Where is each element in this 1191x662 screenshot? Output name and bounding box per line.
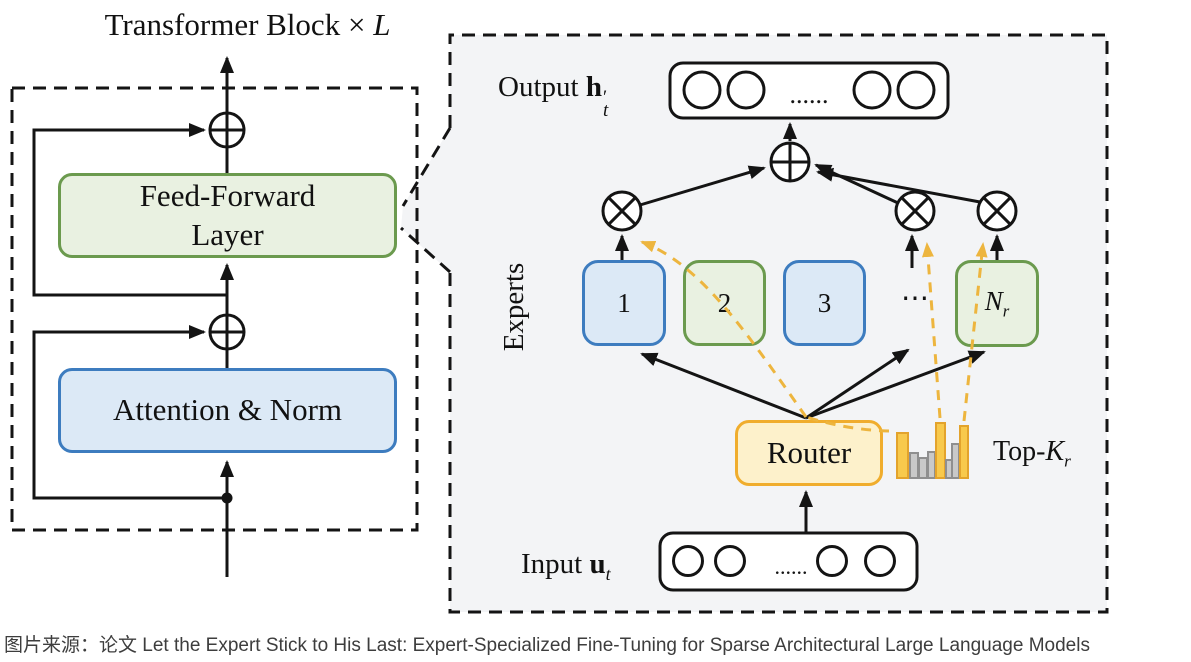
zoom-connector-bottom (399, 226, 452, 274)
image-source-caption: 图片来源：论文 Let the Expert Stick to His Last… (4, 635, 1090, 656)
moe-panel-wiring: ...... ...... (601, 61, 1018, 592)
output-vector-symbol: h (585, 71, 602, 103)
multiply-icon (894, 190, 936, 232)
attention-box: Attention & Norm (58, 368, 397, 453)
router-to-expertN-line (805, 350, 986, 420)
feed-forward-box: Feed-Forward Layer (58, 173, 397, 258)
transformer-block-wiring (32, 56, 246, 577)
transformer-block-border (10, 86, 419, 532)
router-scores-bar-chart (896, 422, 969, 479)
router-to-scores-dash (805, 415, 890, 433)
output-label: Output h′t (498, 71, 609, 121)
input-label: Input ut (521, 548, 611, 584)
multiply-icon (976, 190, 1018, 232)
expert-3-box: 3 (783, 260, 866, 346)
feed-forward-label-line2: Layer (191, 216, 264, 252)
zoom-wedge (401, 128, 450, 272)
zoom-connector-top (401, 127, 452, 207)
router-to-ellipsis-line (805, 348, 910, 420)
output-vector-dots: ...... (790, 80, 829, 109)
input-vector-symbol: u (589, 548, 606, 580)
moe-panel-border (448, 33, 1109, 614)
expert-2-box: 2 (683, 260, 766, 346)
figure-title: Transformer Block × L (55, 6, 440, 45)
input-vector-dots: ...... (775, 554, 808, 579)
score-to-gate2-dash (921, 242, 942, 419)
score-to-gate3-dash (962, 242, 988, 422)
topk-label: Top-Kr (993, 436, 1071, 471)
feed-forward-label-line1: Feed-Forward (139, 177, 316, 213)
expert-n-box: Nr (955, 260, 1039, 347)
router-to-expert1-line (640, 352, 807, 420)
output-vector: ...... (668, 61, 950, 120)
attention-skip-line (32, 325, 227, 500)
multiply-icon (601, 190, 643, 232)
attention-label: Attention & Norm (112, 392, 343, 428)
expert-1-box: 1 (582, 260, 666, 346)
add-icon (208, 111, 246, 149)
experts-ellipsis: ⋯ (901, 283, 929, 314)
title-multiplier: L (373, 7, 391, 42)
title-text: Transformer Block × (104, 7, 374, 42)
add-icon (208, 313, 246, 351)
ffn-skip-line (32, 123, 227, 297)
score-to-gate1-dash (640, 240, 808, 418)
topk-selection-dashes (640, 240, 988, 433)
add-icon (769, 141, 811, 183)
input-vector: ...... (658, 531, 919, 592)
router-box: Router (735, 420, 883, 486)
